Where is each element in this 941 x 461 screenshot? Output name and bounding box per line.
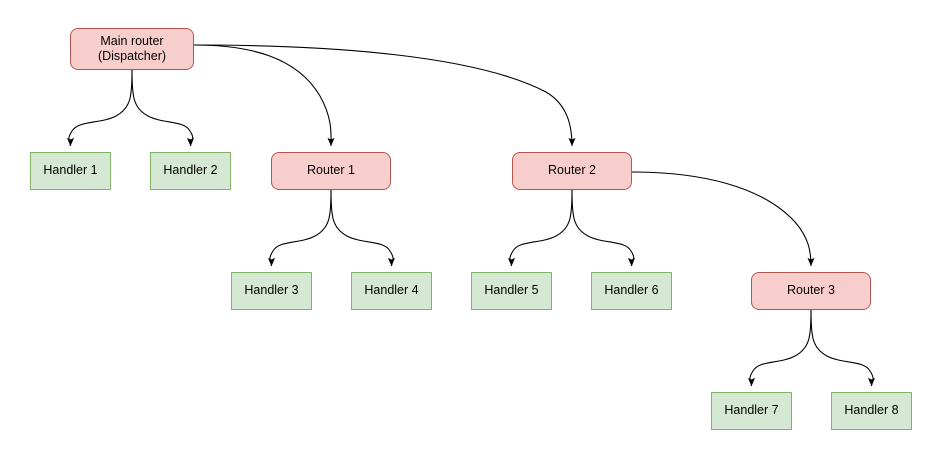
node-router-1[interactable]: Router 1 (271, 152, 391, 190)
edge-router-2-to-router-3 (631, 171, 815, 267)
node-main-router[interactable]: Main router (Dispatcher) (70, 28, 194, 70)
node-handler-4[interactable]: Handler 4 (351, 272, 432, 310)
edge-router-3-to-handler-8 (810, 309, 876, 387)
edge-main-to-handler-2 (131, 69, 195, 147)
node-handler-1[interactable]: Handler 1 (30, 152, 111, 190)
edge-main-to-router-2 (193, 44, 576, 147)
node-handler-8[interactable]: Handler 8 (831, 392, 912, 430)
edge-router-3-to-handler-7 (747, 309, 812, 387)
edge-router-1-to-handler-3 (267, 189, 332, 267)
node-handler-7[interactable]: Handler 7 (711, 392, 792, 430)
edge-main-to-handler-1 (66, 69, 133, 147)
edge-router-2-to-handler-6 (571, 189, 636, 267)
node-handler-3[interactable]: Handler 3 (231, 272, 312, 310)
node-router-2[interactable]: Router 2 (512, 152, 632, 190)
node-handler-6[interactable]: Handler 6 (591, 272, 672, 310)
node-handler-5[interactable]: Handler 5 (471, 272, 552, 310)
node-handler-2[interactable]: Handler 2 (150, 152, 231, 190)
node-router-3[interactable]: Router 3 (751, 272, 871, 310)
edge-router-2-to-handler-5 (507, 189, 573, 267)
edge-router-1-to-handler-4 (330, 189, 396, 267)
edge-main-to-router-1 (193, 44, 335, 147)
